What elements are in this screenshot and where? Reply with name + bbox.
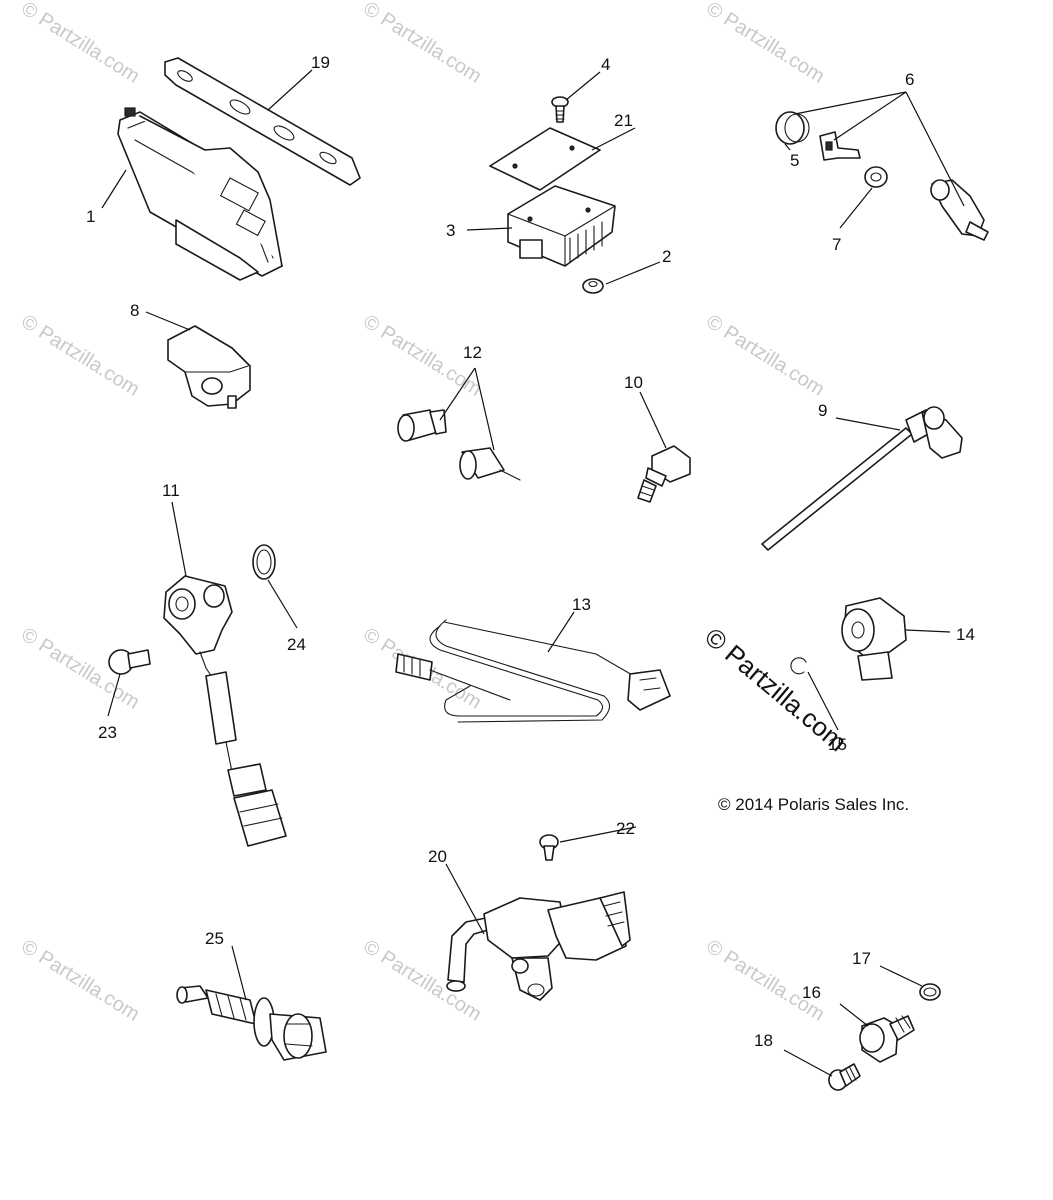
- callout-2: 2: [662, 247, 671, 266]
- part-23-bolt: [108, 649, 151, 675]
- part-21-gasket: [489, 127, 601, 191]
- callout-10: 10: [624, 373, 643, 392]
- part-24-o-ring: [252, 544, 276, 580]
- callout-23: 23: [98, 723, 117, 742]
- callout-16: 16: [802, 983, 821, 1002]
- watermark-text: © Partzilla.com: [702, 936, 828, 1026]
- copyright-notice: © 2014 Polaris Sales Inc.: [718, 795, 909, 814]
- callout-3: 3: [446, 221, 455, 240]
- part-25-sensor: [176, 985, 327, 1061]
- part-13-harness: [395, 619, 671, 723]
- part-15-clip: [790, 657, 807, 675]
- callout-9: 9: [818, 401, 827, 420]
- part-3-regulator: [507, 185, 616, 267]
- part-10-temp-sensor: [637, 445, 691, 503]
- watermark-text: © Partzilla.com: [17, 0, 143, 88]
- callout-1: 1: [86, 207, 95, 226]
- part-6-sensor: [930, 179, 989, 241]
- part-18-bolt: [828, 1063, 861, 1091]
- callout-22: 22: [616, 819, 635, 838]
- callout-18: 18: [754, 1031, 773, 1050]
- callout-4: 4: [601, 55, 610, 74]
- callout-19: 19: [311, 53, 330, 72]
- watermark-text: © Partzilla.com: [359, 0, 485, 88]
- part-9-probe-sensor: [761, 406, 963, 551]
- part-19-bracket: [164, 57, 361, 186]
- callout-20: 20: [428, 847, 447, 866]
- callout-5: 5: [790, 151, 799, 170]
- part-16-speed-sensor: [859, 1015, 915, 1063]
- watermark-text: © Partzilla.com: [17, 936, 143, 1026]
- callout-12: 12: [463, 343, 482, 362]
- callout-21: 21: [614, 111, 633, 130]
- part-7-washer: [864, 166, 888, 188]
- callout-11: 11: [162, 481, 180, 500]
- watermark-text: © Partzilla.com: [17, 311, 143, 401]
- callouts: 1 2 3 4 5 6 7 8 9 10 11 12 13 14 15 16 1…: [86, 53, 975, 1050]
- part-4-screw: [551, 96, 569, 123]
- callout-17: 17: [852, 949, 871, 968]
- watermark-text: © Partzilla.com: [702, 311, 828, 401]
- part-12-plugs: [397, 409, 521, 481]
- part-22-screw: [539, 834, 559, 861]
- part-1-ecu: [117, 107, 283, 281]
- callout-14: 14: [956, 625, 975, 644]
- callout-7: 7: [832, 235, 841, 254]
- callout-8: 8: [130, 301, 139, 320]
- part-14-knock-sensor: [841, 597, 907, 681]
- callout-15: 15: [828, 735, 847, 754]
- part-11-tps-sensor: [163, 575, 287, 847]
- part-6-tab: [819, 131, 861, 161]
- part-2-nut: [582, 278, 604, 294]
- part-8-map-sensor: [167, 325, 251, 409]
- part-20-valve: [446, 891, 631, 1001]
- part-5-cap: [775, 111, 810, 145]
- callout-13: 13: [572, 595, 591, 614]
- leader-lines: [101, 69, 965, 1077]
- callout-24: 24: [287, 635, 306, 654]
- watermark-text: © Partzilla.com: [702, 0, 828, 88]
- part-17-o-ring: [919, 983, 941, 1001]
- callout-25: 25: [205, 929, 224, 948]
- callout-6: 6: [905, 70, 914, 89]
